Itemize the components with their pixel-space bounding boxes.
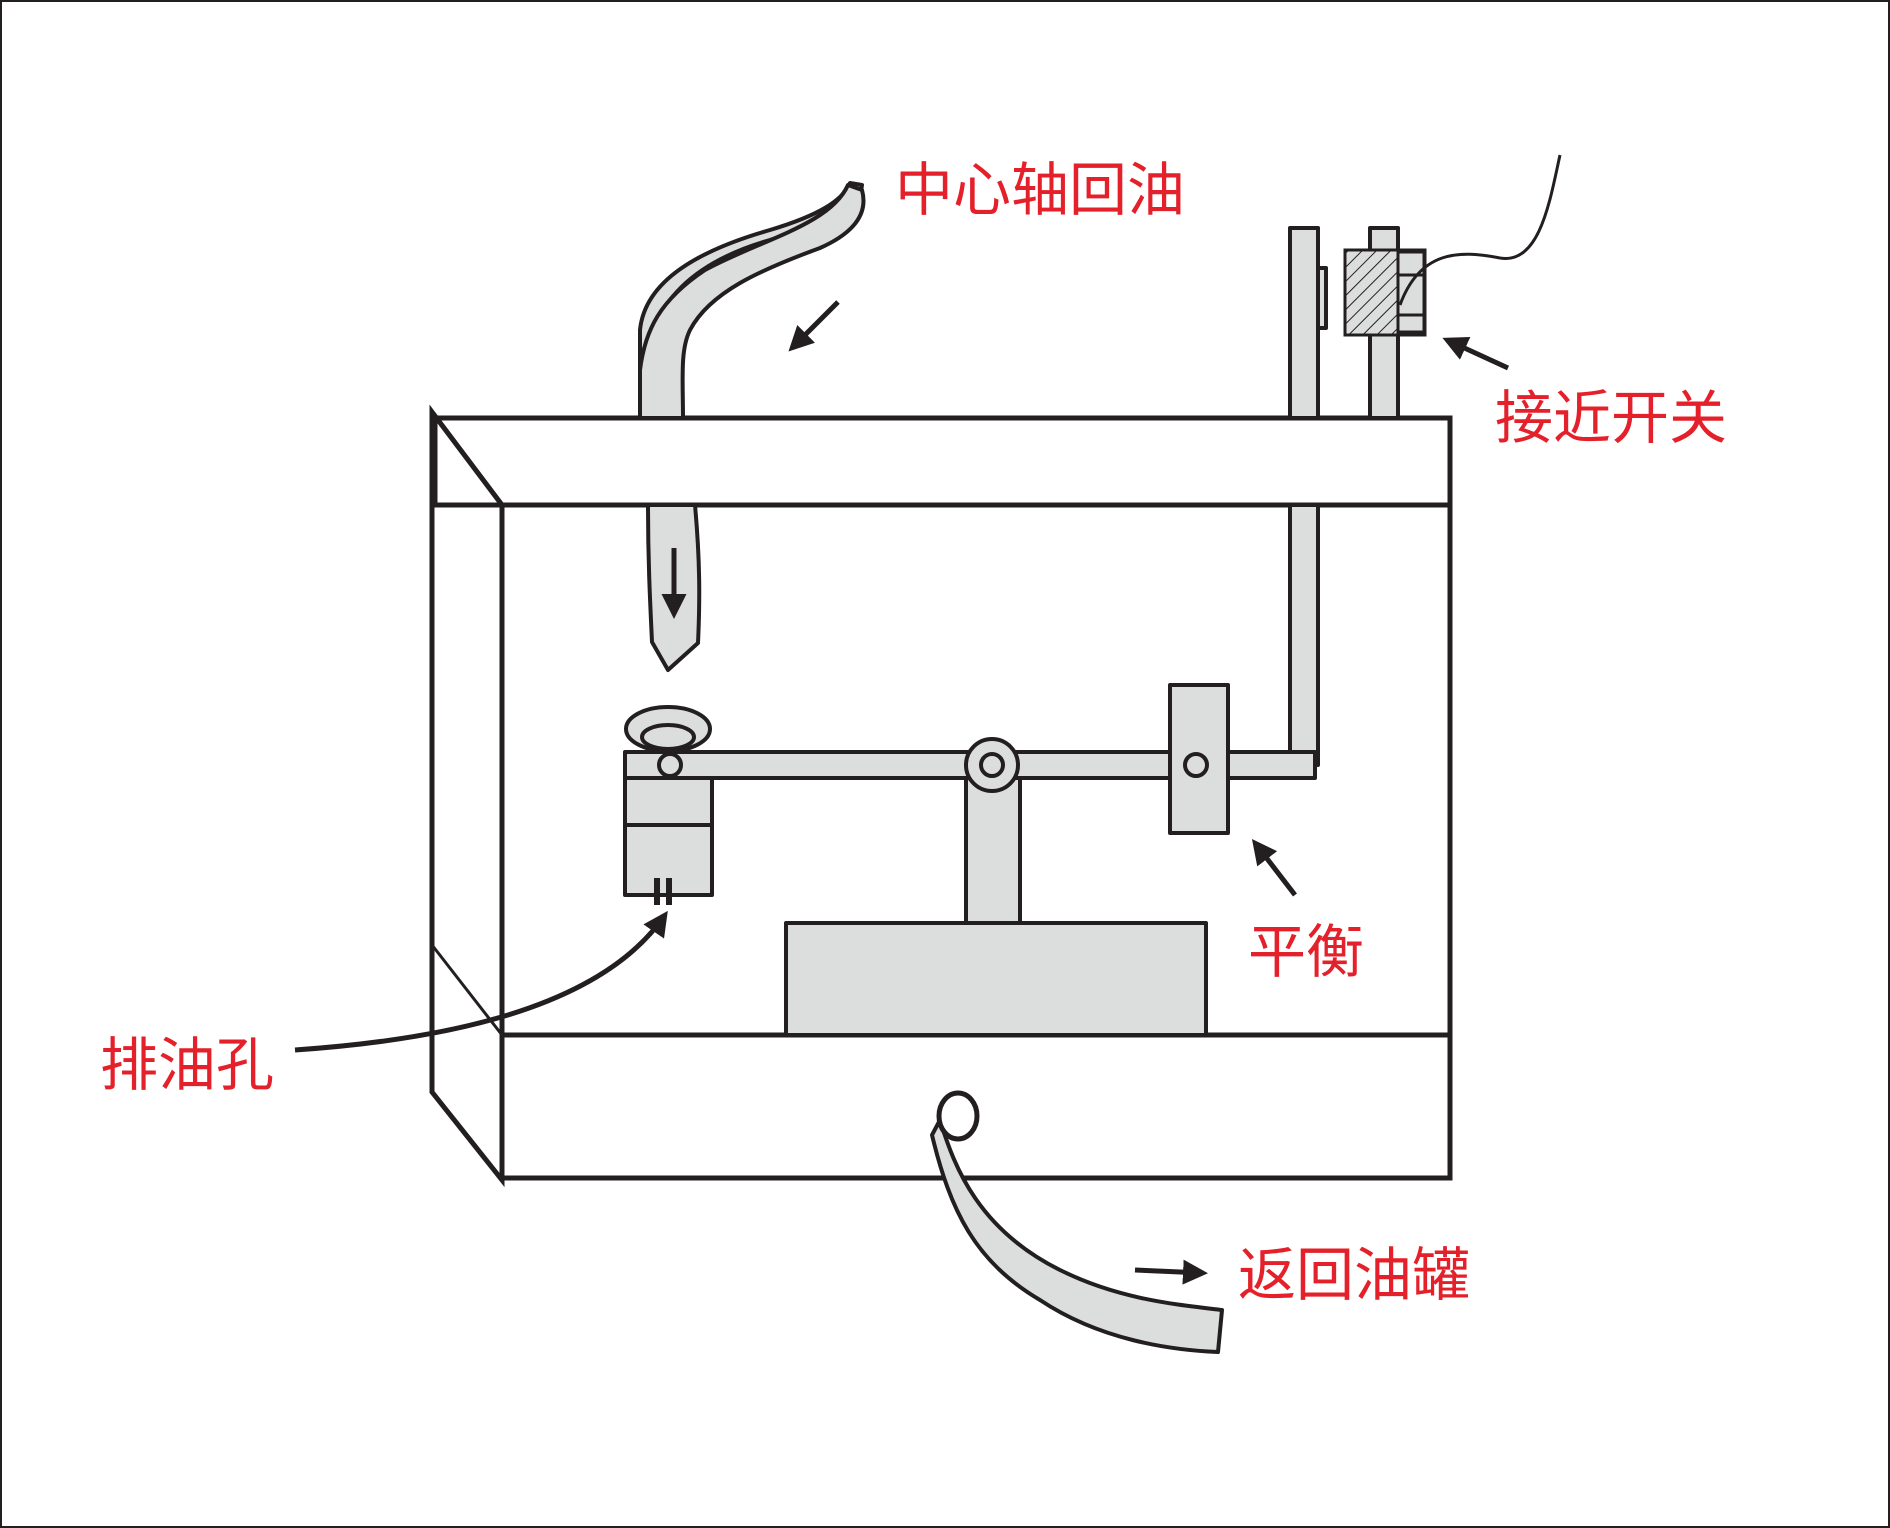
sensor-cable: [1398, 154, 1562, 306]
proximity-switch-arrow: [1442, 336, 1510, 371]
drain-hole-arrow: [294, 910, 668, 1053]
center-return-arrow: [788, 300, 840, 352]
label-proximity-switch: 接近开关: [1495, 384, 1727, 452]
counterweight-pin: [1183, 752, 1209, 778]
label-return-tank: 返回油罐: [1238, 1241, 1470, 1309]
proximity-sensor-face: [1396, 250, 1426, 334]
proximity-switch: [1288, 154, 1562, 767]
return-tank-arrow: [1134, 1259, 1208, 1285]
drain-hole-mark: [654, 878, 660, 905]
return-pipe-opening: [936, 1090, 980, 1142]
float-pin: [657, 752, 683, 778]
label-center-shaft-return: 中心轴回油: [895, 156, 1185, 224]
proximity-target: [1316, 266, 1328, 330]
proximity-rod-left: [1288, 226, 1320, 420]
base-block: [784, 921, 1208, 1037]
drain-hole-mark: [666, 878, 672, 905]
pivot-inner: [979, 752, 1005, 778]
balance-arrow: [1251, 839, 1297, 897]
balance-lever: [623, 683, 1317, 1037]
housing-top-bar: [432, 415, 1453, 508]
label-drain-hole: 排油孔: [100, 1031, 274, 1099]
return-tank-pipe: [930, 1118, 1224, 1354]
center-shaft-return-pipe-body: [638, 183, 866, 420]
drain-chamber-upper: [623, 776, 714, 827]
drain-chamber: [623, 705, 714, 905]
proximity-rod-inner: [1288, 503, 1320, 767]
float-inner: [640, 723, 696, 751]
label-balance: 平衡: [1248, 918, 1364, 986]
housing-left-side: [429, 404, 505, 1188]
lever-post: [964, 776, 1022, 925]
